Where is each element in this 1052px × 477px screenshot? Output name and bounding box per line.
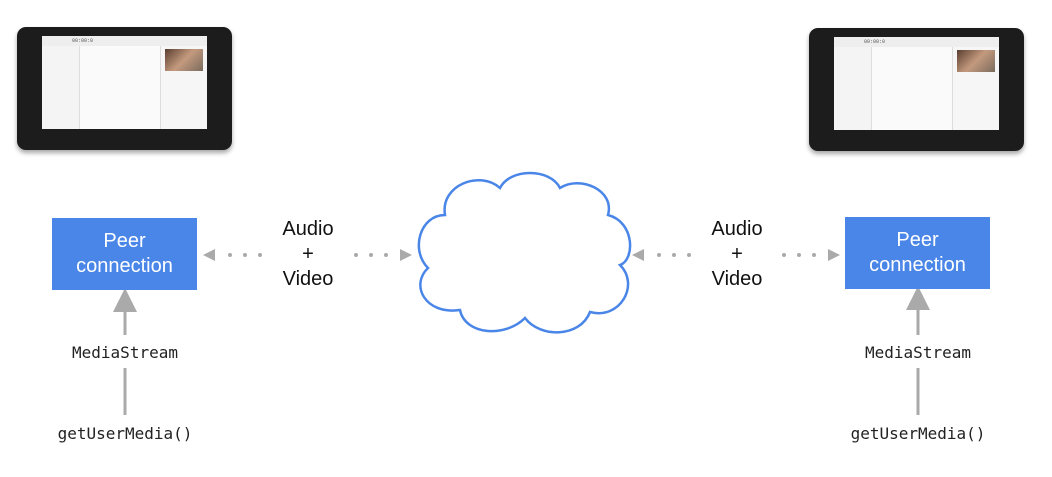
video-thumbnail: [165, 49, 203, 71]
left-peer-connection-box: Peer connection: [52, 218, 197, 290]
tablet-sidebar: [42, 46, 80, 129]
left-getusermedia-label: getUserMedia(): [57, 424, 193, 443]
tablet-sidebar: [834, 47, 872, 130]
tablet-screen: 00:00:0: [42, 36, 207, 129]
box-label: Peer: [896, 229, 939, 251]
left-mediastream-label: MediaStream: [72, 343, 178, 362]
cloud-icon: [417, 171, 632, 334]
tablet-screen: 00:00:0: [834, 37, 999, 130]
media-text: Video: [282, 268, 334, 290]
media-text: +: [731, 243, 743, 265]
right-mediastream-label: MediaStream: [865, 343, 971, 362]
left-media-label: Audio + Video: [263, 217, 353, 292]
right-tablet: 00:00:0: [809, 28, 1024, 151]
box-label: connection: [76, 255, 173, 277]
right-media-label: Audio + Video: [692, 217, 782, 292]
box-label: connection: [869, 254, 966, 276]
left-tablet: 00:00:0: [17, 27, 232, 150]
right-getusermedia-label: getUserMedia(): [850, 424, 986, 443]
right-peer-connection-box: Peer connection: [845, 217, 990, 289]
tablet-toolbar: 00:00:0: [834, 37, 999, 47]
media-text: Audio: [711, 218, 763, 240]
video-thumbnail: [957, 50, 995, 72]
box-label: Peer: [103, 230, 146, 252]
media-text: Video: [711, 268, 763, 290]
media-text: Audio: [282, 218, 334, 240]
tablet-toolbar: 00:00:0: [42, 36, 207, 46]
media-text: +: [302, 243, 314, 265]
vertical-arrows: [113, 286, 930, 415]
dotted-arrows: [203, 249, 840, 261]
